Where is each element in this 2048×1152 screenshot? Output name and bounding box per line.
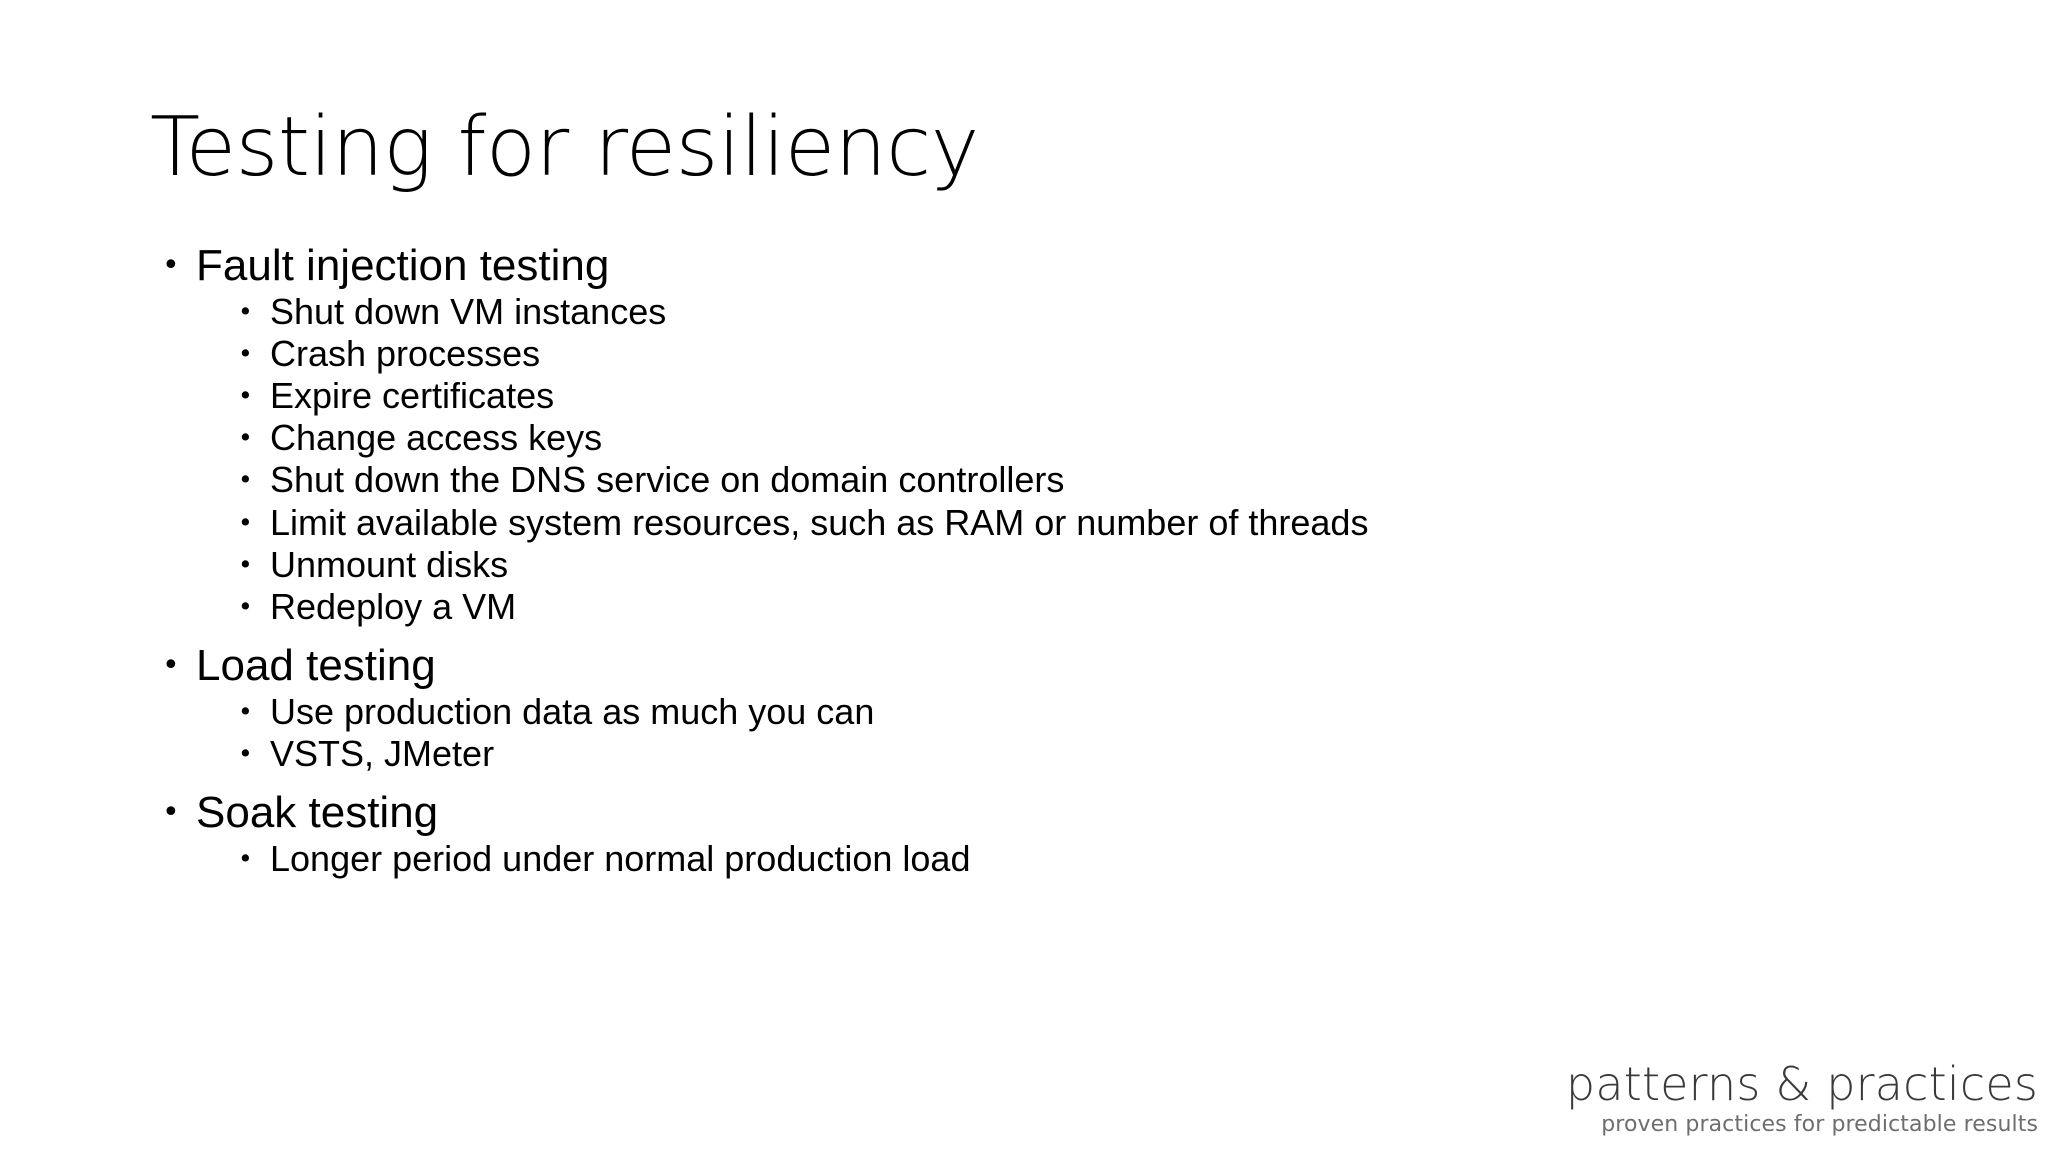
bullet-vsts-jmeter: • VSTS, JMeter bbox=[150, 733, 1950, 775]
bullet-point-icon: • bbox=[238, 844, 253, 874]
bullet-label: Fault injection testing bbox=[196, 241, 610, 290]
page-title: Testing for resiliency bbox=[150, 100, 979, 195]
bullet-label: Unmount disks bbox=[270, 543, 509, 585]
bullet-label: Redeploy a VM bbox=[270, 585, 517, 627]
brand-logo: patterns & practices proven practices fo… bbox=[1566, 1061, 2038, 1136]
bullet-label: Soak testing bbox=[196, 788, 439, 838]
bullet-label: Expire certificates bbox=[270, 375, 555, 417]
bullet-use-production-data: • Use production data as much you can bbox=[150, 691, 1950, 733]
bullet-fault-injection-testing: • Fault injection testing bbox=[150, 240, 1950, 291]
bullet-shut-down-dns-service: • Shut down the DNS service on domain con… bbox=[150, 459, 1950, 501]
bullet-label: Limit available system resources, such a… bbox=[270, 501, 1369, 543]
bullet-point-icon: • bbox=[238, 507, 253, 537]
bullet-point-icon: • bbox=[238, 465, 253, 495]
bullet-point-icon: • bbox=[162, 795, 180, 831]
bullet-point-icon: • bbox=[238, 549, 253, 579]
bullet-point-icon: • bbox=[238, 696, 253, 726]
bullet-point-icon: • bbox=[238, 423, 253, 453]
bullet-point-icon: • bbox=[238, 297, 253, 327]
bullet-soak-testing: • Soak testing bbox=[150, 787, 1950, 838]
bullet-change-access-keys: • Change access keys bbox=[150, 417, 1950, 459]
outline-spacer bbox=[150, 628, 1950, 638]
bullet-point-icon: • bbox=[238, 591, 253, 621]
bullet-point-icon: • bbox=[162, 647, 180, 683]
bullet-limit-available-system-resources: • Limit available system resources, such … bbox=[150, 502, 1950, 544]
logo-tagline: proven practices for predictable results bbox=[1601, 1112, 2038, 1137]
bullet-label: Change access keys bbox=[270, 417, 603, 459]
bullet-label: Load testing bbox=[196, 640, 436, 690]
bullet-load-testing: • Load testing bbox=[150, 640, 1950, 691]
bullet-point-icon: • bbox=[162, 248, 180, 283]
bullet-crash-processes: • Crash processes bbox=[150, 333, 1950, 375]
bullet-redeploy-a-vm: • Redeploy a VM bbox=[150, 586, 1950, 628]
content-outline: • Fault injection testing • Shut down VM in… bbox=[150, 238, 1950, 880]
logo-wordmark: patterns & practices bbox=[1565, 1057, 2038, 1111]
outline-spacer bbox=[150, 775, 1950, 785]
bullet-label: Shut down the DNS service on domain cont… bbox=[270, 459, 1065, 501]
bullet-point-icon: • bbox=[238, 339, 253, 369]
bullet-unmount-disks: • Unmount disks bbox=[150, 544, 1950, 586]
bullet-label: Use production data as much you can bbox=[270, 690, 875, 732]
bullet-longer-period-normal-production-load: • Longer period under normal production l… bbox=[150, 838, 1950, 880]
bullet-label: VSTS, JMeter bbox=[270, 733, 495, 775]
bullet-expire-certificates: • Expire certificates bbox=[150, 375, 1950, 417]
bullet-point-icon: • bbox=[238, 381, 253, 411]
bullet-label: Crash processes bbox=[270, 333, 541, 375]
bullet-point-icon: • bbox=[238, 739, 253, 769]
bullet-shut-down-vm-instances: • Shut down VM instances bbox=[150, 291, 1950, 333]
bullet-label: Shut down VM instances bbox=[270, 291, 667, 333]
bullet-label: Longer period under normal production lo… bbox=[270, 838, 971, 880]
